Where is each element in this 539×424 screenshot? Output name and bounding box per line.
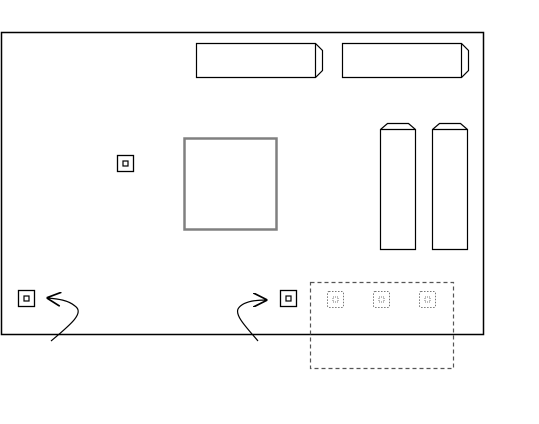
dotted-pad-3 [420, 292, 436, 308]
center-chip [185, 139, 277, 230]
horizontal-battery-2 [343, 44, 469, 78]
horizontal-battery-1 [197, 44, 323, 78]
dotted-pad-2 [374, 292, 390, 308]
dotted-pad-1 [328, 292, 344, 308]
solid-pad-2 [19, 291, 35, 307]
vertical-battery-2 [433, 124, 468, 250]
solid-pad-3 [281, 291, 297, 307]
solid-pad-1 [118, 156, 134, 172]
vertical-battery-1 [381, 124, 416, 250]
